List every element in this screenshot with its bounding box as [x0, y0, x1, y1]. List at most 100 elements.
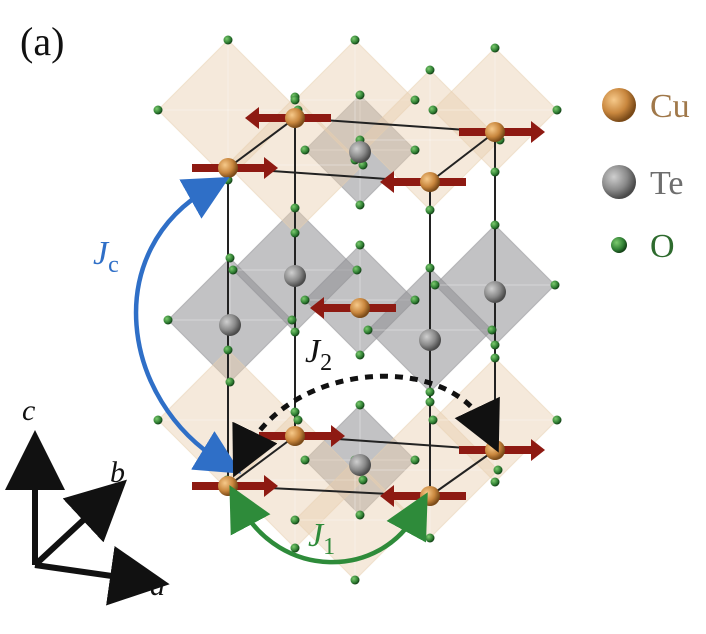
te-atom — [349, 454, 371, 476]
oxygen-atom — [290, 228, 300, 238]
oxygen-atom — [153, 415, 163, 425]
j1-arrow — [229, 485, 428, 565]
oxygen-atom — [552, 105, 562, 115]
j2-arrow — [232, 373, 500, 478]
oxygen-atom — [352, 265, 362, 275]
j1-label: J1 — [308, 517, 335, 560]
oxygen-atom — [355, 240, 365, 250]
cu-atom — [350, 298, 370, 318]
spin-arrow-head — [531, 439, 545, 461]
oxygen-atom — [290, 515, 300, 525]
te-atom — [419, 329, 441, 351]
oxygen-atom — [163, 315, 173, 325]
axis-a-arrow — [34, 546, 170, 606]
oxygen-atom — [490, 43, 500, 53]
oxygen-atom — [490, 340, 500, 350]
oxygen-atom — [425, 65, 435, 75]
cu-atom — [485, 122, 505, 142]
oxygen-atom — [153, 105, 163, 115]
oxygen-atom — [490, 353, 500, 363]
oxygen-atom — [425, 205, 435, 215]
oxygen-atom — [552, 415, 562, 425]
oxygen-atom — [355, 510, 365, 520]
panel-label: (a) — [20, 19, 64, 64]
spin-arrow-head — [245, 107, 259, 129]
oxygen-atom — [355, 200, 365, 210]
oxygen-atom — [225, 377, 235, 387]
j2-coupling: J2 — [232, 333, 500, 478]
oxygen-atom — [223, 345, 233, 355]
spin-arrow-head — [380, 171, 394, 193]
legend-o-icon — [611, 237, 627, 253]
j1-coupling: J1 — [229, 485, 428, 565]
oxygen-atom — [490, 220, 500, 230]
axis-c-label: c — [22, 394, 35, 427]
oxygen-atom — [350, 35, 360, 45]
oxygen-atom — [410, 295, 420, 305]
unit-cell-edge — [429, 131, 496, 183]
oxygen-atom — [350, 575, 360, 585]
oxygen-atom — [493, 465, 503, 475]
oxygen-atom — [287, 315, 297, 325]
legend-te-label: Te — [650, 165, 684, 202]
oxygen-atom — [550, 280, 560, 290]
oxygen-atom — [300, 455, 310, 465]
oxygen-atom — [487, 325, 497, 335]
oxygen-atom — [228, 265, 238, 275]
te-atom — [484, 281, 506, 303]
oxygen-atom — [425, 533, 435, 543]
j2-label: J2 — [305, 333, 332, 376]
oxygen-atom — [290, 407, 300, 417]
oxygen-atom — [410, 95, 420, 105]
spin-arrow-head — [310, 297, 324, 319]
legend: Cu Te O — [602, 88, 690, 265]
oxygen-atom — [290, 543, 300, 553]
oxygen-atom — [290, 95, 300, 105]
oxygen-atom — [410, 145, 420, 155]
legend-o-label: O — [650, 228, 675, 265]
te-atom — [349, 141, 371, 163]
oxygen-atom — [425, 263, 435, 273]
oxygen-atom — [300, 295, 310, 305]
jc-coupling: Jc — [93, 176, 242, 474]
axis-a-label: a — [150, 569, 165, 602]
legend-cu-label: Cu — [650, 88, 690, 125]
oxygen-atom — [355, 400, 365, 410]
oxygen-atom — [490, 477, 500, 487]
oxygen-atom — [223, 35, 233, 45]
te-atom — [284, 265, 306, 287]
oxygen-atom — [355, 350, 365, 360]
axis-b-label: b — [110, 456, 125, 489]
oxygen-atom — [290, 327, 300, 337]
oxygen-atom — [490, 167, 500, 177]
cu-atom — [420, 486, 440, 506]
oxygen-atom — [430, 280, 440, 290]
jc-label: Jc — [93, 235, 119, 278]
spin-arrow-head — [264, 157, 278, 179]
cu-atom — [285, 108, 305, 128]
cu-atom — [485, 440, 505, 460]
oxygen-atom — [293, 415, 303, 425]
cu-atom — [218, 158, 238, 178]
legend-te-icon — [602, 165, 636, 199]
cu-atom — [218, 476, 238, 496]
oxygen-atom — [355, 90, 365, 100]
te-atom — [219, 314, 241, 336]
oxygen-atom — [363, 325, 373, 335]
jc-arrow — [133, 176, 242, 474]
cu-atom — [285, 426, 305, 446]
oxygen-atom — [425, 387, 435, 397]
unit-cell-edge — [227, 117, 296, 169]
oxygen-atom — [410, 455, 420, 465]
oxygen-atom — [300, 145, 310, 155]
oxygen-atom — [290, 203, 300, 213]
oxygen-atom — [428, 105, 438, 115]
oxygen-atom — [225, 253, 235, 263]
axis-triad: c b a — [4, 394, 170, 606]
cu-atom — [420, 172, 440, 192]
legend-cu-icon — [602, 88, 636, 122]
oxygen-atom — [428, 415, 438, 425]
oxygen-atom — [425, 397, 435, 407]
spin-arrow-head — [531, 121, 545, 143]
